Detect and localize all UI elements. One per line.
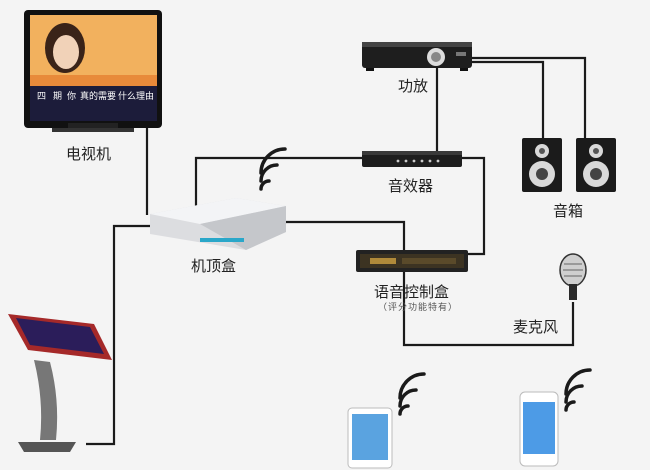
wifi-icon-set-top-box bbox=[259, 147, 287, 191]
label-amplifier: 功放 bbox=[398, 77, 429, 95]
connection-lines bbox=[86, 56, 587, 446]
tv-icon bbox=[24, 10, 162, 132]
tv-lyric-5: 什么理由 bbox=[118, 90, 154, 102]
tv-lyric-4: 真的需要 bbox=[80, 90, 116, 102]
tv-lyric-2: 期 bbox=[53, 91, 62, 102]
line-amp-to-speaker-left bbox=[465, 60, 545, 140]
line-voicebox-to-mic bbox=[402, 272, 575, 347]
speakers-icon bbox=[522, 138, 616, 192]
wifi-icon-tablet bbox=[398, 372, 426, 416]
wifi-icon-phone bbox=[564, 368, 592, 412]
touchscreen-kiosk-icon bbox=[8, 314, 112, 452]
label-voice-control-box-note: （评分功能特有） bbox=[378, 303, 459, 313]
line-amp-to-speaker-right bbox=[472, 56, 587, 140]
line-box-to-effector bbox=[194, 156, 362, 210]
tv-lyric-1: 四 bbox=[37, 92, 46, 102]
microphone-icon bbox=[559, 253, 587, 300]
label-voice-control-box: 语音控制盒 bbox=[374, 283, 450, 301]
amplifier-icon bbox=[362, 42, 472, 71]
phone-icon bbox=[519, 391, 559, 467]
voice-control-box-icon bbox=[356, 250, 468, 272]
label-speakers: 音箱 bbox=[553, 202, 584, 220]
set-top-box-icon bbox=[150, 198, 286, 250]
tablet-icon bbox=[347, 407, 393, 469]
label-effector: 音效器 bbox=[388, 177, 434, 195]
label-microphone: 麦克风 bbox=[513, 318, 559, 336]
line-effector-to-right bbox=[462, 156, 486, 256]
effector-icon bbox=[362, 151, 462, 167]
tv-lyric-3: 你 bbox=[67, 90, 76, 102]
label-tv: 电视机 bbox=[66, 145, 112, 163]
label-set-top-box: 机顶盒 bbox=[191, 257, 237, 275]
line-box-to-kiosk bbox=[86, 224, 155, 446]
line-box-to-voicebox bbox=[284, 220, 406, 252]
